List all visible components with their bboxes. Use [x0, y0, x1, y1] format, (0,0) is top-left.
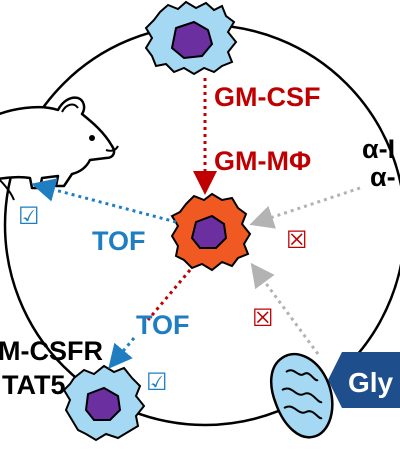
center-cell-nucleus: [190, 214, 228, 249]
mouse-icon: [0, 96, 119, 201]
stat5-label: TAT5: [2, 370, 66, 400]
alpha-to-center-arrow: [249, 186, 361, 229]
top-cell: [144, 0, 238, 76]
check-icon-bottom: ☑: [146, 368, 168, 396]
center-cell: [170, 192, 252, 272]
top-cell-nucleus: [170, 20, 214, 60]
gmcsf-label: GM-CSF: [214, 82, 320, 112]
gly-label: Gly: [348, 367, 394, 398]
tof-to-mouse-arrow: [31, 178, 177, 224]
alpha-label-line1: α-I: [362, 134, 395, 164]
mitochondrion-icon: [269, 352, 334, 439]
bottom-cell-nucleus: [84, 386, 122, 421]
check-icon-mouse: ☑: [18, 202, 40, 230]
cross-icon-alpha: ☒: [286, 226, 308, 254]
tof-label-left: TOF: [92, 226, 146, 256]
tof-to-bottom-arrow: [108, 337, 136, 369]
tof-label-lower: TOF: [136, 310, 190, 340]
gmcsfr-label: M-CSFR: [0, 336, 103, 366]
gly-badge: [328, 352, 400, 408]
alpha-label-line2: α-: [370, 162, 396, 192]
bottom-cell: [62, 364, 146, 442]
gm-macrophage-label: GM-MΦ: [214, 146, 311, 176]
cross-icon-mito: ☒: [252, 304, 274, 332]
